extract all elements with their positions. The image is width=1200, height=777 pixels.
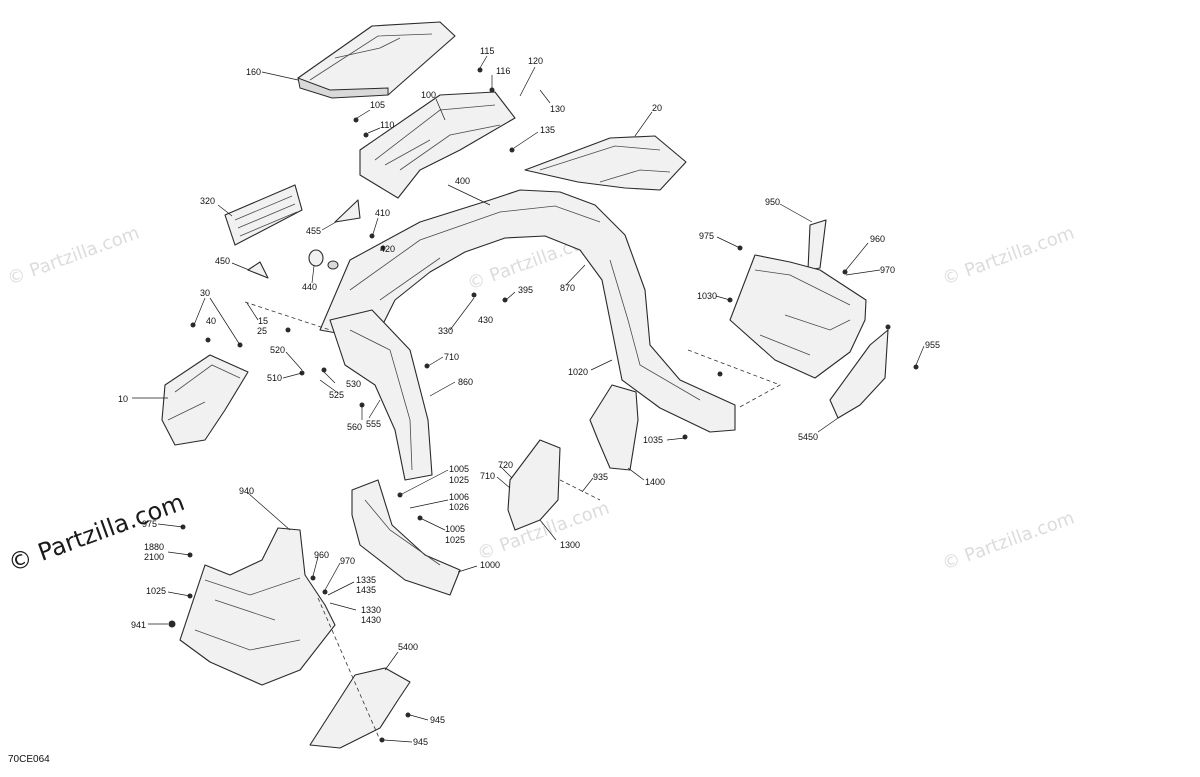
callout-720: 720 [498,460,513,470]
callout-510: 510 [267,373,282,383]
callout-530: 530 [346,379,361,389]
part-1300-panel [507,439,561,531]
callout-970-left: 970 [340,556,355,566]
callout-2100: 2100 [144,552,164,562]
callout-1880: 1880 [144,542,164,552]
callout-labels: 160 115 116 120 130 100 105 110 135 20 4… [118,46,940,747]
callout-870: 870 [560,283,575,293]
callout-100: 100 [421,90,436,100]
callout-320: 320 [200,196,215,206]
callout-1300: 1300 [560,540,580,550]
callout-330: 330 [438,326,453,336]
callout-555: 555 [366,419,381,429]
callout-130: 130 [550,104,565,114]
callout-440: 440 [302,282,317,292]
callout-1030: 1030 [697,291,717,301]
callout-950: 950 [765,197,780,207]
callout-560: 560 [347,422,362,432]
callout-20: 20 [652,103,662,113]
callout-1330: 1330 [361,605,381,615]
callout-1430: 1430 [361,615,381,625]
callout-860: 860 [458,377,473,387]
part-right-floor-tray [729,254,867,379]
callout-935: 935 [593,472,608,482]
callout-400: 400 [455,176,470,186]
callout-455: 455 [306,226,321,236]
callout-1005-b: 1005 [445,524,465,534]
callout-1006: 1006 [449,492,469,502]
assembly-guide-lines [244,301,781,741]
callout-1400: 1400 [645,477,665,487]
callout-10: 10 [118,394,128,404]
callout-1025-a: 1025 [449,475,469,485]
callout-1335: 1335 [356,575,376,585]
callout-975-right: 975 [699,231,714,241]
callout-1026: 1026 [449,502,469,512]
callout-395: 395 [518,285,533,295]
callout-410: 410 [375,208,390,218]
callout-960-right: 960 [870,234,885,244]
watermark-left: © Partzilla.com [5,222,143,289]
part-frame-leg [329,309,433,481]
part-440-knob [308,249,339,270]
callout-1025-c: 1025 [146,586,166,596]
part-950-bracket [807,219,827,271]
callout-1005-a: 1005 [449,464,469,474]
callout-160: 160 [246,67,261,77]
callout-941: 941 [131,620,146,630]
callout-1000: 1000 [480,560,500,570]
callout-940: 940 [239,486,254,496]
callout-116: 116 [496,66,510,76]
part-console-lid [297,21,456,99]
callout-450: 450 [215,256,230,266]
callout-945-lower: 945 [413,737,428,747]
part-grille [224,184,303,246]
part-hood [524,135,687,191]
callout-40: 40 [206,316,216,326]
callout-960-left: 960 [314,550,329,560]
callout-520: 520 [270,345,285,355]
callout-955: 955 [925,340,940,350]
callout-115: 115 [480,46,494,56]
callout-945-upper: 945 [430,715,445,725]
fasteners [168,67,919,743]
callout-5450: 5450 [798,432,818,442]
callout-110: 110 [380,120,394,130]
callout-975-left: 975 [142,519,157,529]
callout-1035: 1035 [643,435,663,445]
callout-5400: 5400 [398,642,418,652]
watermark-right: © Partzilla.com [940,222,1078,289]
part-rocker-1000 [351,479,461,596]
part-left-fender [161,354,249,446]
part-main-frame [319,189,736,433]
callout-525: 525 [329,390,344,400]
leader-lines [132,55,925,743]
callout-1025-b: 1025 [445,535,465,545]
callout-420: 420 [380,244,395,254]
callout-120: 120 [528,56,543,66]
watermark-right-lower: © Partzilla.com [940,507,1078,574]
part-1400-panel [589,384,639,471]
watermark-dark: © Partzilla.com [4,488,188,578]
callout-970-right: 970 [880,265,895,275]
part-450-panel [247,261,269,279]
callout-105: 105 [370,100,385,110]
callout-1435: 1435 [356,585,376,595]
part-left-floor-tray [179,527,336,686]
callout-15: 15 [258,316,268,326]
callout-30: 30 [200,288,210,298]
callout-710-upper: 710 [444,352,459,362]
callout-710-lower: 710 [480,471,495,481]
callout-25: 25 [257,326,267,336]
part-5400-panel [309,667,411,749]
diagram-code: 70CE064 [8,754,50,765]
callout-1020: 1020 [568,367,588,377]
callout-430: 430 [478,315,493,325]
callout-135: 135 [540,125,555,135]
part-dashboard-top [359,91,516,199]
part-455-panel [334,199,361,223]
